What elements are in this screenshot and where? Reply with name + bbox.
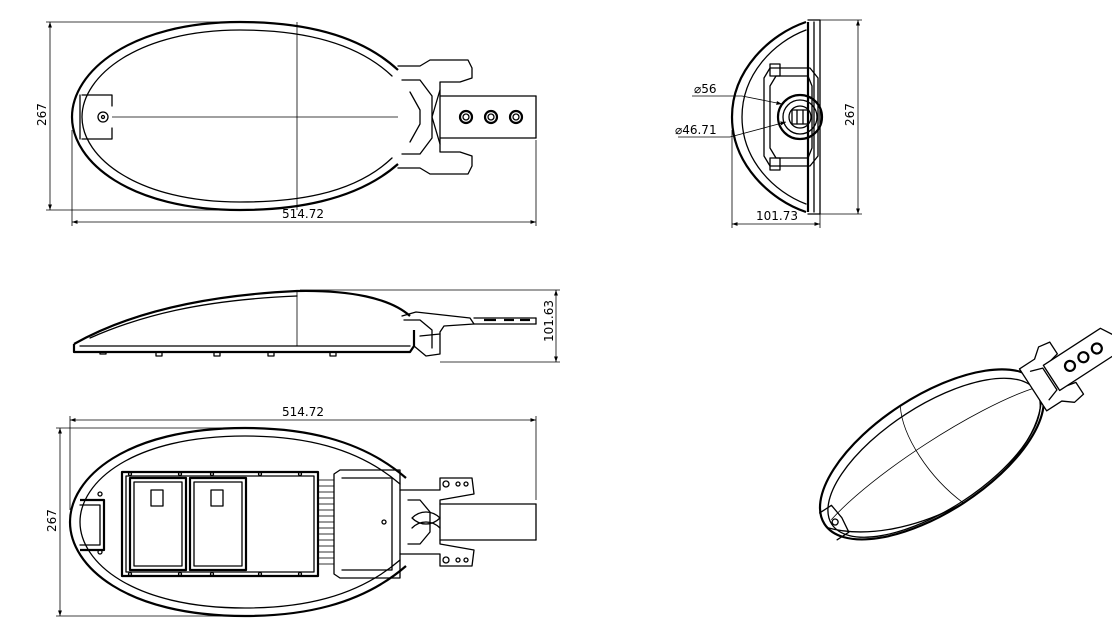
bottom-view-panels (120, 469, 401, 579)
top-width-label: 267 (35, 103, 49, 126)
top-view-bracket (397, 59, 537, 175)
bottom-front-tab (79, 504, 101, 546)
side-view-bracket (401, 311, 537, 357)
dia-outer-label: ⌀56 (694, 82, 717, 96)
side-view: 101.63 (72, 289, 560, 363)
bottom-view: 514.72 267 (45, 405, 537, 618)
bottom-view-bracket (399, 477, 537, 567)
side-height-label: 101.63 (542, 300, 556, 342)
end-height-label: 267 (843, 103, 857, 126)
top-view: 514.72 267 (35, 20, 537, 226)
bottom-length-label: 514.72 (282, 405, 324, 419)
top-length-label: 514.72 (282, 207, 324, 221)
dia-inner-label: ⌀46.71 (675, 123, 717, 137)
end-depth-label: 101.73 (756, 209, 798, 223)
bottom-view-outline (68, 426, 407, 618)
end-view-bracket (763, 63, 824, 171)
top-view-inner-edge (81, 29, 393, 203)
top-view-outline (70, 20, 399, 212)
end-view-shell (730, 20, 807, 214)
end-view: ⌀56 ⌀46.71 267 101.73 (675, 19, 862, 228)
front-tab (81, 94, 113, 140)
front-screw (97, 111, 109, 123)
side-view-profile (73, 289, 411, 345)
isometric-view (818, 327, 1112, 541)
bottom-width-label: 267 (45, 509, 59, 532)
